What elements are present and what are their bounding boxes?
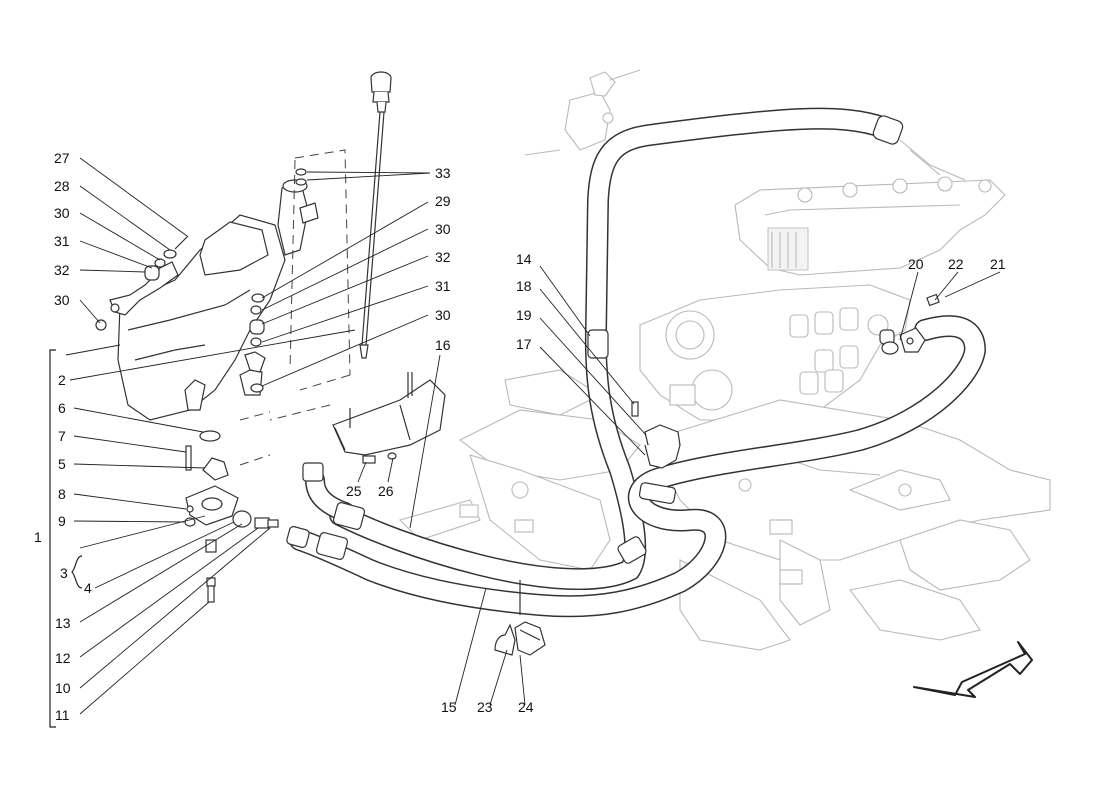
callout-30: 30 — [54, 205, 70, 221]
callout-18: 18 — [516, 278, 532, 294]
callout-24: 24 — [518, 699, 534, 715]
callout-33: 33 — [435, 165, 451, 181]
callout-30: 30 — [435, 307, 451, 323]
callout-10: 10 — [55, 680, 71, 696]
callout-32: 32 — [435, 249, 451, 265]
callout-1: 1 — [34, 529, 42, 545]
callout-20: 20 — [908, 256, 924, 272]
front-direction-arrow-icon — [913, 641, 1033, 698]
callout-23: 23 — [477, 699, 493, 715]
callout-29: 29 — [435, 193, 451, 209]
callout-30: 30 — [435, 221, 451, 237]
callout-27: 27 — [54, 150, 70, 166]
callout-28: 28 — [54, 178, 70, 194]
group-brackets — [49, 349, 83, 728]
callout-31: 31 — [54, 233, 70, 249]
dashed-guide-lines — [239, 149, 351, 466]
callout-4: 4 — [84, 580, 92, 596]
callout-11: 11 — [55, 707, 70, 723]
engine-and-frame-background — [398, 69, 1051, 651]
oil-hoses — [286, 107, 987, 656]
callout-14: 14 — [516, 251, 532, 267]
callout-30: 30 — [54, 292, 70, 308]
callout-21: 21 — [990, 256, 1006, 272]
callout-19: 19 — [516, 307, 532, 323]
dipstick — [359, 71, 392, 359]
heat-shield — [332, 372, 446, 464]
callout-2: 2 — [58, 372, 66, 388]
callout-3: 3 — [60, 565, 68, 581]
callout-13: 13 — [55, 615, 71, 631]
callout-17: 17 — [516, 336, 532, 352]
callout-25: 25 — [346, 483, 362, 499]
callout-31: 31 — [435, 278, 451, 294]
callout-8: 8 — [58, 486, 66, 502]
callout-5: 5 — [58, 456, 66, 472]
callout-6: 6 — [58, 400, 66, 416]
leader-lines — [65, 157, 1001, 715]
callout-7: 7 — [58, 428, 66, 444]
callout-26: 26 — [378, 483, 394, 499]
small-fittings — [95, 168, 307, 603]
callout-32: 32 — [54, 262, 70, 278]
callout-9: 9 — [58, 513, 66, 529]
callout-labels: 27 28 30 31 32 30 2 6 7 5 8 9 1 3 4 13 1… — [34, 150, 1006, 723]
callout-22: 22 — [948, 256, 964, 272]
callout-16: 16 — [435, 337, 451, 353]
callout-15: 15 — [441, 699, 457, 715]
oil-tank-assembly — [109, 179, 319, 421]
callout-12: 12 — [55, 650, 71, 666]
